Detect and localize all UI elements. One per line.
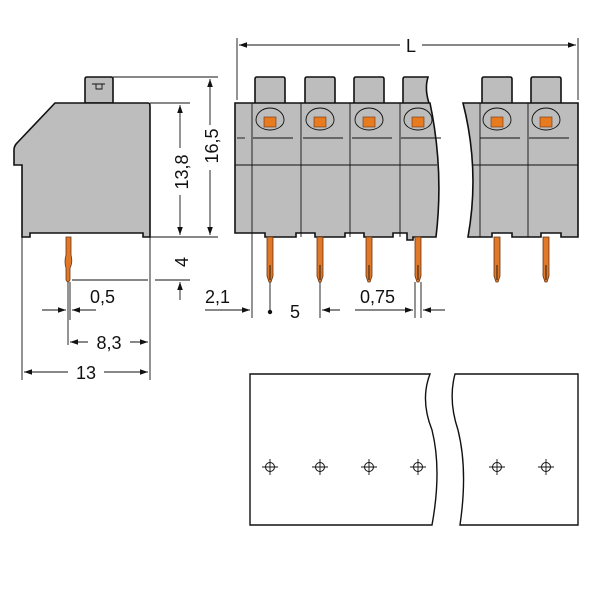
- hole-crosshair: [312, 459, 328, 475]
- side-view: [13, 76, 218, 380]
- release-slot: [482, 107, 512, 131]
- actuator-square: [539, 116, 553, 128]
- dimension-0-5: 0,5: [42, 287, 115, 313]
- actuator-square: [362, 116, 376, 128]
- label-0-75: 0,75: [360, 287, 395, 307]
- label-4: 4: [172, 257, 192, 267]
- label-L: L: [406, 36, 416, 56]
- dimension-16-5: 16,5: [202, 79, 222, 235]
- release-slot: [531, 107, 561, 131]
- pin: [542, 236, 550, 283]
- hole-crosshair: [361, 459, 377, 475]
- label-16-5: 16,5: [202, 128, 222, 163]
- hole-crosshair: [489, 459, 505, 475]
- hole-crosshair: [410, 459, 426, 475]
- label-2-1: 2,1: [205, 287, 230, 307]
- actuator-square: [313, 116, 327, 128]
- label-8-3: 8,3: [96, 333, 121, 353]
- hole-crosshair: [262, 459, 278, 475]
- label-0-5: 0,5: [90, 287, 115, 307]
- pin: [266, 236, 274, 283]
- bottom-view: [249, 373, 579, 526]
- dimension-0-75: 0,75: [319, 282, 445, 318]
- dimension-13-8: 13,8: [172, 105, 192, 235]
- dimension-5: 5: [267, 282, 300, 322]
- pin: [365, 236, 373, 283]
- actuator-square: [411, 116, 425, 128]
- pin: [414, 236, 422, 283]
- pin: [316, 236, 324, 283]
- release-slot: [305, 107, 335, 131]
- dimension-13: 13: [24, 363, 148, 383]
- release-slot: [354, 107, 384, 131]
- actuator-tab: [304, 76, 336, 107]
- actuator-tab: [530, 76, 562, 107]
- hole-crosshair: [538, 459, 554, 475]
- actuator-square: [263, 116, 277, 128]
- actuator-tab: [402, 76, 432, 107]
- label-5: 5: [290, 302, 300, 322]
- label-13-8: 13,8: [172, 154, 192, 189]
- dimension-8-3: 8,3: [70, 333, 148, 353]
- actuator-square: [490, 116, 504, 128]
- dimension-2-1: 2,1: [205, 287, 250, 313]
- dimension-4: 4: [172, 257, 192, 300]
- release-slot: [255, 107, 285, 131]
- release-slot: [403, 107, 433, 131]
- label-13: 13: [76, 363, 96, 383]
- pin: [493, 236, 501, 283]
- actuator-tab: [481, 76, 513, 107]
- actuator-tab: [353, 76, 385, 107]
- actuator-tab: [254, 76, 286, 107]
- front-view: L: [234, 36, 579, 283]
